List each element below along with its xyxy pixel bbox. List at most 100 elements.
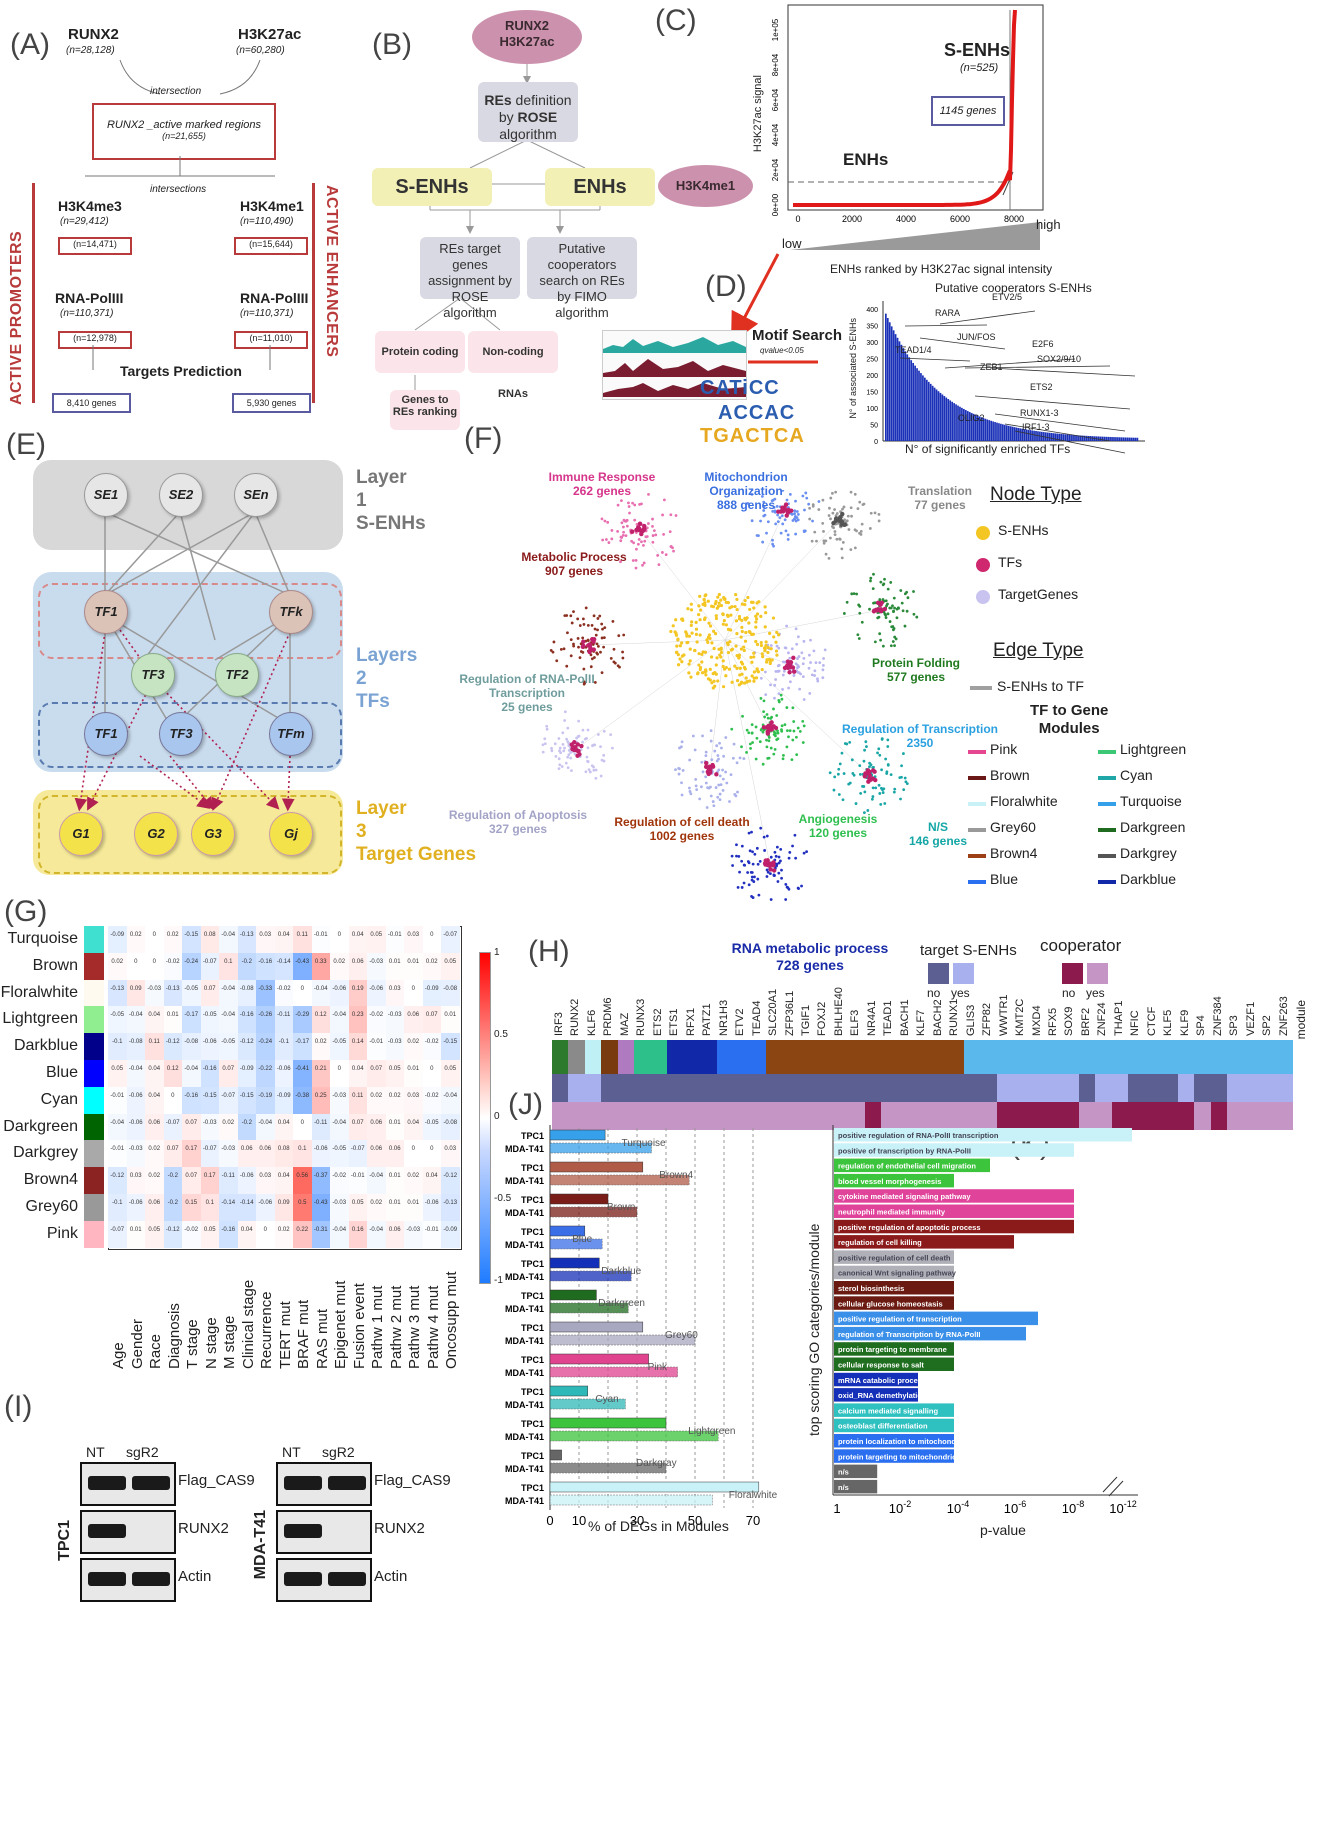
f-gene-node bbox=[821, 521, 825, 525]
k-bar bbox=[834, 1311, 1038, 1326]
d-bar bbox=[974, 414, 977, 441]
res-def-word-3: by bbox=[498, 109, 514, 125]
f-gene-node bbox=[558, 763, 562, 767]
f-gene-node bbox=[872, 572, 875, 576]
h-coop-cell bbox=[1095, 1102, 1113, 1130]
h-target-cell bbox=[667, 1074, 685, 1102]
f-gene-node bbox=[607, 541, 611, 544]
k-bar bbox=[834, 1449, 954, 1463]
f-cluster-name: Metabolic Process bbox=[521, 550, 627, 564]
f-gene-node bbox=[762, 835, 766, 839]
f-senh-node bbox=[678, 644, 682, 648]
f-senh-node bbox=[707, 621, 711, 625]
g-col-label: Pathw 4 mut bbox=[424, 1285, 442, 1369]
f-gene-node bbox=[731, 756, 735, 760]
h-module-cell bbox=[947, 1040, 965, 1074]
f-senh-node bbox=[721, 659, 725, 663]
h-title: RNA metabolic process bbox=[731, 940, 889, 956]
f-gene-node bbox=[769, 717, 773, 720]
f-tf-node bbox=[833, 516, 839, 521]
k-xtick: 10-8 bbox=[1062, 1499, 1084, 1516]
f-gene-node bbox=[717, 783, 721, 787]
g-cell: -0.05 bbox=[108, 1006, 127, 1034]
f-gene-node bbox=[892, 790, 896, 794]
h-tf-label: SP4 bbox=[1195, 1015, 1208, 1036]
h-target-cell bbox=[749, 1074, 767, 1102]
g-cell: -0.02 bbox=[274, 979, 293, 1007]
f-gene-node bbox=[783, 518, 787, 522]
f-gene-node bbox=[862, 759, 866, 763]
panel-label-j: (J) bbox=[508, 1088, 543, 1121]
h-tf-label: SLC20A1 bbox=[767, 988, 780, 1036]
d-bar bbox=[1033, 430, 1035, 441]
c-senhs-count: (n=525) bbox=[960, 62, 999, 74]
f-gene-node bbox=[859, 791, 863, 795]
h-coop-cell bbox=[947, 1102, 965, 1130]
f-senh-node bbox=[688, 659, 692, 663]
intersection-label: intersection bbox=[150, 86, 202, 97]
f-senh-node bbox=[676, 663, 681, 667]
h-target-cell bbox=[700, 1074, 718, 1102]
g-cell: -0.07 bbox=[200, 1140, 219, 1168]
h-target-cell bbox=[930, 1074, 948, 1102]
se-node: SE2 bbox=[159, 473, 203, 517]
layer3-dashed bbox=[38, 795, 342, 874]
f-gene-node bbox=[582, 623, 586, 626]
i-blot-box bbox=[80, 1510, 176, 1554]
f-gene-node bbox=[621, 656, 625, 660]
f-tf-node bbox=[882, 606, 888, 612]
f-gene-node bbox=[586, 639, 590, 643]
h-tf-label: ETS1 bbox=[668, 1008, 681, 1036]
f-gene-node bbox=[641, 563, 644, 567]
g-col-label: T stage bbox=[184, 1318, 201, 1369]
enhancers-bar bbox=[312, 183, 315, 403]
f-gene-node bbox=[754, 757, 758, 761]
f-gene-node bbox=[570, 769, 573, 773]
f-senh-node bbox=[739, 647, 743, 651]
k-xtick-exp: -2 bbox=[903, 1499, 911, 1509]
j-category-label: Brown bbox=[607, 1202, 635, 1213]
d-bar bbox=[1134, 437, 1137, 441]
k-bar bbox=[834, 1434, 954, 1448]
f-gene-node bbox=[813, 530, 817, 534]
f-tf-node bbox=[873, 777, 878, 783]
d-ytick: 350 bbox=[866, 324, 878, 331]
j-bar bbox=[549, 1462, 667, 1474]
h-tf-label: ZNF384 bbox=[1211, 996, 1224, 1036]
g-cell: -0.43 bbox=[293, 952, 312, 980]
d-pointer-line bbox=[994, 413, 1126, 432]
f-gene-node bbox=[774, 522, 778, 526]
f-gene-node bbox=[877, 783, 881, 787]
f-gene-node bbox=[796, 726, 800, 730]
g-cell: -0.05 bbox=[219, 1033, 238, 1060]
f-gene-node bbox=[763, 513, 767, 517]
f-gene-node bbox=[808, 506, 812, 510]
d-bar bbox=[966, 411, 969, 441]
f-gene-node bbox=[567, 748, 571, 752]
f-gene-node bbox=[834, 490, 838, 494]
f-senh-node bbox=[734, 619, 739, 623]
f-gene-node bbox=[837, 793, 841, 796]
g-cell: -0.06 bbox=[367, 979, 386, 1007]
d-bar bbox=[1062, 434, 1065, 441]
panel-label-d: (D) bbox=[705, 270, 747, 303]
active-promoters-label: ACTIVE PROMOTERS bbox=[8, 230, 25, 405]
f-senh-node bbox=[764, 611, 768, 615]
f-senh-node bbox=[712, 646, 716, 651]
f-gene-node bbox=[786, 538, 790, 541]
g-cell: -0.24 bbox=[256, 1033, 275, 1060]
f-module-label: Grey60 bbox=[990, 819, 1036, 835]
f-gene-node bbox=[601, 627, 604, 631]
h-tf-label: KLF6 bbox=[585, 1009, 598, 1036]
h-coop-cell bbox=[1210, 1102, 1228, 1130]
f-senh-node bbox=[729, 613, 733, 617]
j-xtick: 70 bbox=[746, 1513, 760, 1528]
f-tf-node bbox=[768, 867, 773, 872]
g-cell: 0.07 bbox=[163, 1140, 182, 1168]
f-tf-node bbox=[580, 644, 586, 650]
c-signal-curve bbox=[793, 9, 1017, 207]
c-xtick: 8000 bbox=[1004, 214, 1024, 224]
f-senh-node bbox=[678, 657, 682, 661]
